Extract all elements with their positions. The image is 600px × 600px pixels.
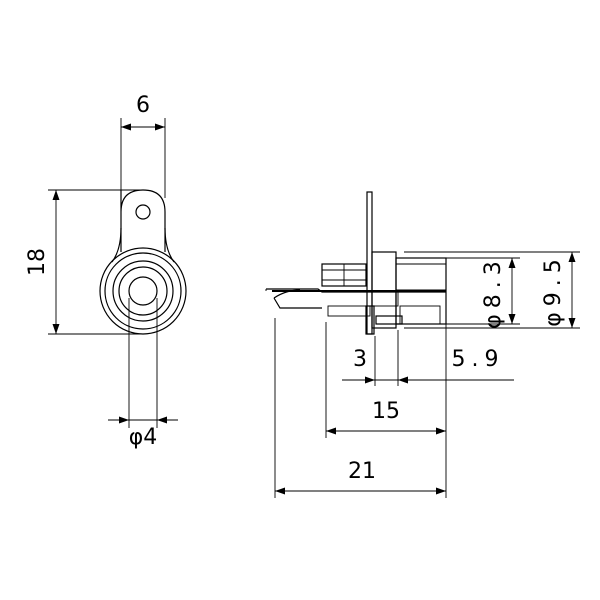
- dim-height: 18: [25, 189, 143, 335]
- front-view: 6 18 φ4: [25, 93, 187, 450]
- mounting-lug: [120, 189, 166, 252]
- dim-bore-label: φ4: [129, 425, 158, 450]
- dim-width-label: 6: [136, 93, 150, 118]
- contact-tab: [365, 305, 375, 335]
- dim-bore: φ4: [108, 298, 178, 450]
- dim-inner-dia-label: φ8.3: [481, 255, 506, 329]
- dim-total-label: 21: [348, 459, 376, 484]
- extension-lines: [274, 318, 447, 498]
- ring-3: [112, 260, 174, 322]
- dim-outer-dia-label: φ9.5: [541, 253, 566, 327]
- dim-total: 21: [275, 459, 446, 495]
- lug-hole: [135, 204, 151, 220]
- dim-height-label: 18: [25, 248, 50, 276]
- side-view: φ8.3 φ9.5 3 5.9 15: [265, 191, 580, 498]
- dim-width: 6: [120, 93, 166, 198]
- dim-body-label: 5.9: [452, 347, 505, 372]
- dim-length: 15: [326, 399, 446, 435]
- ring-4: [118, 266, 168, 316]
- dim-washer-label: 3: [353, 347, 367, 372]
- hex-nut: [321, 263, 367, 287]
- bore: [128, 276, 158, 306]
- lead-pin: [265, 288, 446, 309]
- section-hatch: [327, 291, 441, 325]
- dim-length-label: 15: [372, 399, 400, 424]
- ring-2: [104, 252, 182, 330]
- dim-diameters: φ8.3 φ9.5: [404, 251, 580, 329]
- panel-plate: [366, 191, 373, 335]
- dim-washer-body: 3 5.9: [342, 347, 514, 384]
